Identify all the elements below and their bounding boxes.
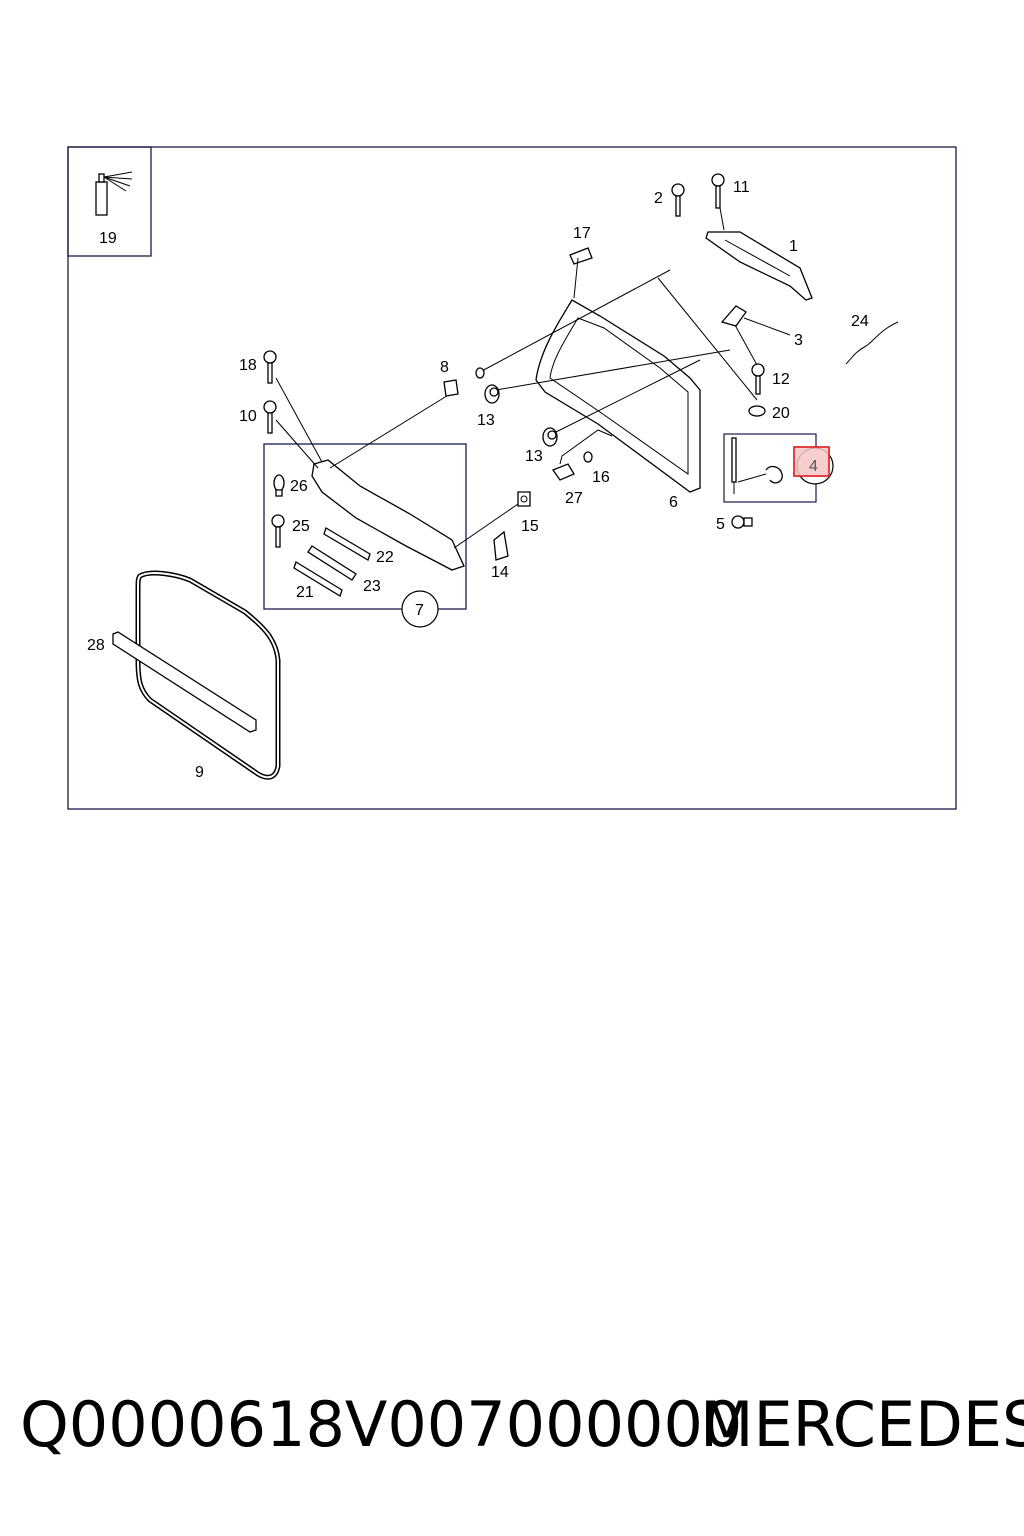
gas-strut-icon — [731, 437, 783, 494]
clip-8-icon — [443, 379, 459, 397]
callout-14: 14 — [491, 564, 509, 581]
brand-name: MERCEDES — [700, 1388, 1024, 1461]
callout-8: 8 — [440, 359, 449, 376]
trim-panel-1 — [705, 231, 813, 301]
cap-27-icon — [551, 463, 575, 481]
light-group-box — [263, 443, 467, 610]
callout-12: 12 — [772, 371, 790, 388]
callout-18: 18 — [239, 357, 257, 374]
screw-25-icon — [271, 514, 285, 548]
screw-12-icon — [751, 363, 765, 395]
bulb-26-icon — [273, 474, 285, 497]
clip-15-icon — [517, 491, 531, 507]
callout-10: 10 — [239, 408, 257, 425]
clip-14-icon — [493, 530, 509, 561]
callout-7: 7 — [415, 602, 424, 619]
callout-9: 9 — [195, 764, 204, 781]
callout-26: 26 — [290, 478, 308, 495]
callout-28: 28 — [87, 637, 105, 654]
callout-3: 3 — [794, 332, 803, 349]
plug-13b-icon — [542, 427, 558, 447]
callout-17: 17 — [573, 225, 591, 242]
seal-21-icon — [293, 561, 343, 597]
screw-18-icon — [263, 350, 277, 384]
strip-28-icon — [112, 631, 257, 733]
callout-25: 25 — [292, 518, 310, 535]
bracket-3-icon — [720, 305, 747, 327]
highlight-box-4 — [793, 446, 830, 477]
part-code: Q0000618V007000000 — [20, 1388, 743, 1461]
callout-23: 23 — [363, 578, 381, 595]
callout-21: 21 — [296, 584, 314, 601]
diagram-frame — [67, 146, 957, 810]
spray-box — [67, 146, 152, 257]
callout-13a: 13 — [477, 412, 495, 429]
spray-can-icon — [95, 171, 133, 216]
callout-6: 6 — [669, 494, 678, 511]
group-7-circle — [401, 590, 439, 628]
callout-24: 24 — [851, 313, 869, 330]
callout-27: 27 — [565, 490, 583, 507]
callout-22: 22 — [376, 549, 394, 566]
clip-17-icon — [569, 247, 593, 265]
callout-13b: 13 — [525, 448, 543, 465]
screw-11-icon — [711, 173, 725, 209]
screw-2-icon — [671, 183, 685, 217]
bulb-5-icon — [731, 515, 753, 529]
washer-20-icon — [748, 405, 766, 417]
cable-24-icon — [845, 321, 899, 365]
tailgate-trim-6 — [535, 257, 701, 493]
callout-1: 1 — [789, 238, 798, 255]
callout-2: 2 — [654, 190, 663, 207]
callout-20: 20 — [772, 405, 790, 422]
screw-10-icon — [263, 400, 277, 434]
callout-4: 4 — [809, 458, 818, 475]
callout-5: 5 — [716, 516, 725, 533]
callout-11: 11 — [733, 179, 750, 196]
seal-9-icon — [135, 570, 281, 780]
led-strip-22-icon — [323, 527, 371, 561]
lens-23-icon — [307, 545, 357, 581]
callout-16: 16 — [592, 469, 610, 486]
washer-small-icon — [475, 367, 485, 379]
plug-13a-icon — [484, 384, 500, 404]
brake-light-housing — [311, 459, 465, 571]
callout-15: 15 — [521, 518, 539, 535]
callout-19: 19 — [99, 230, 117, 247]
washer-16-icon — [583, 451, 593, 463]
